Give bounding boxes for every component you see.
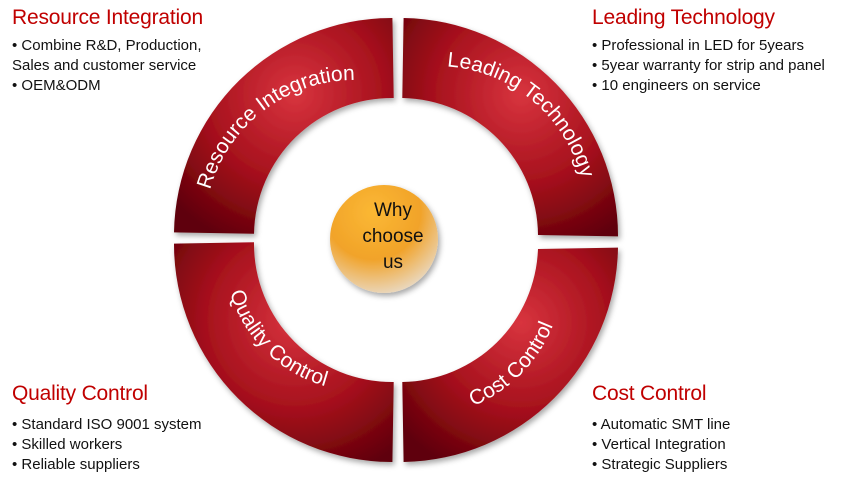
panel-list: Professional in LED for 5years 5year war… — [592, 36, 850, 96]
list-item: Standard ISO 9001 system — [12, 415, 252, 435]
panel-list: Automatic SMT line Vertical Integration … — [592, 415, 842, 475]
panel-list: Combine R&D, Production, Sales and custo… — [12, 36, 252, 96]
list-item: Vertical Integration — [592, 435, 842, 455]
ring-segment-cost-control — [402, 247, 618, 462]
panel-title: Resource Integration — [12, 6, 203, 29]
panel-quality-control: Quality Control Standard ISO 9001 system… — [12, 382, 252, 475]
list-item: Skilled workers — [12, 435, 252, 455]
list-item: Reliable suppliers — [12, 455, 252, 475]
panel-leading-technology: Leading Technology Professional in LED f… — [592, 6, 850, 96]
panel-title: Quality Control — [12, 382, 148, 405]
panel-resource-integration: Resource Integration Combine R&D, Produc… — [12, 6, 252, 96]
center-circle — [330, 185, 438, 293]
list-item: Automatic SMT line — [592, 415, 842, 435]
list-item: Strategic Suppliers — [592, 455, 842, 475]
panel-title: Leading Technology — [592, 6, 775, 29]
list-item: Combine R&D, Production, Sales and custo… — [12, 36, 252, 76]
center-line-2: choose — [362, 226, 423, 247]
ring-segment-resource-integration — [174, 17, 394, 234]
ring-segment-quality-control — [173, 242, 394, 463]
panel-title: Cost Control — [592, 382, 707, 405]
ring-segment-leading-technology — [402, 18, 619, 237]
list-item: 10 engineers on service — [592, 76, 850, 96]
list-item: Professional in LED for 5years — [592, 36, 850, 56]
center-line-1: Why — [374, 200, 413, 221]
list-item: OEM&ODM — [12, 76, 252, 96]
list-item: 5year warranty for strip and panel — [592, 56, 850, 76]
center-line-3: us — [383, 252, 403, 273]
panel-list: Standard ISO 9001 system Skilled workers… — [12, 415, 252, 475]
panel-cost-control: Cost Control Automatic SMT line Vertical… — [592, 382, 842, 475]
